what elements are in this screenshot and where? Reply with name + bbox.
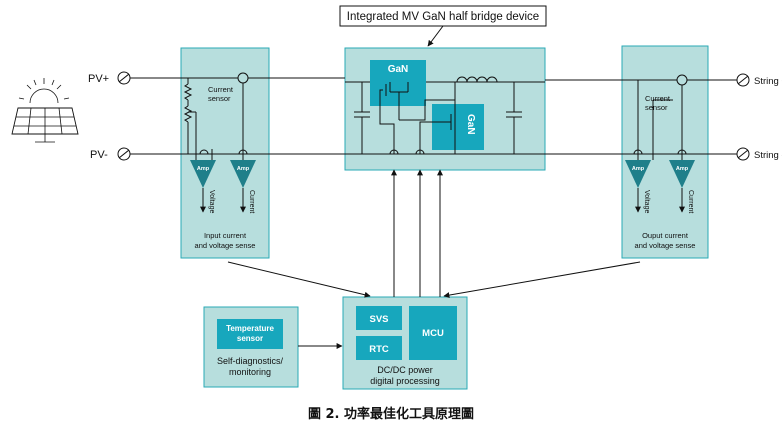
gan-top-switch	[370, 60, 426, 106]
rtc-label: RTC	[369, 344, 389, 355]
input-sense-internals: Current sensor Amp Amp Voltage Current I…	[183, 72, 256, 250]
gan-internals: GaN GaN	[354, 60, 522, 155]
output-sense-internals: Current sensor Amp Amp Voltage Current O…	[625, 74, 696, 250]
input-sense-block	[180, 47, 270, 259]
output-amp-voltage	[625, 160, 651, 188]
mcu-chip	[409, 306, 457, 360]
svs-label: SVS	[369, 314, 388, 325]
input-amp-current-label: Amp	[237, 166, 250, 172]
temperature-sensor-chip	[217, 319, 283, 349]
pv-minus-terminal: PV-	[90, 147, 131, 161]
input-amp-current	[230, 160, 256, 188]
output-amp-current-label: Amp	[676, 166, 689, 172]
output-current-sensor-label-1: Current	[645, 94, 671, 103]
input-current-label: Current	[248, 190, 255, 213]
gan-bottom-switch	[432, 104, 484, 150]
temperature-block-internals: Temperature sensor Self-diagnostics/ mon…	[217, 319, 284, 377]
self-diagnostics-label-2: monitoring	[229, 367, 271, 377]
temperature-sensor-label-2: sensor	[237, 334, 263, 343]
string-plus-label: String +	[754, 76, 782, 87]
device-title: Integrated MV GaN half bridge device	[347, 11, 539, 23]
output-voltage-label: Voltage	[643, 190, 650, 213]
svs-chip	[356, 306, 402, 330]
dcdc-block-internals: SVS RTC MCU DC/DC power digital processi…	[356, 306, 457, 386]
output-sense-block	[621, 45, 709, 259]
input-amp-voltage-label: Amp	[197, 166, 210, 172]
input-block-label-2: and voltage sense	[195, 241, 256, 250]
string-minus-terminal: String -	[736, 147, 782, 161]
output-current-label: Current	[687, 190, 694, 213]
pv-plus-label: PV+	[88, 73, 109, 85]
output-block-label-2: and voltage sense	[635, 241, 696, 250]
input-to-dcdc-arrow	[227, 261, 371, 298]
self-diagnostics-label-1: Self-diagnostics/	[217, 356, 284, 366]
output-current-sensor-label-2: sensor	[645, 103, 668, 112]
dcdc-label-1: DC/DC power	[377, 365, 433, 375]
dcdc-label-2: digital processing	[370, 376, 440, 386]
figure-caption: 圖 2. 功率最佳化工具原理圖	[307, 407, 475, 422]
output-block-label-1: Ouput current	[642, 231, 689, 240]
mcu-label: MCU	[422, 328, 444, 339]
output-to-dcdc-arrow	[443, 261, 641, 299]
rtc-chip	[356, 336, 402, 360]
solar-panel-icon	[11, 78, 79, 143]
input-voltage-label: Voltage	[208, 190, 215, 213]
output-amp-voltage-label: Amp	[632, 166, 645, 172]
pv-plus-terminal: PV+	[88, 71, 131, 85]
device-title-box: Integrated MV GaN half bridge device	[339, 5, 547, 47]
input-block-label-1: Input current	[204, 231, 247, 240]
pv-minus-label: PV-	[90, 149, 108, 161]
string-minus-label: String -	[754, 150, 782, 161]
temperature-sensor-label-1: Temperature	[226, 324, 274, 333]
control-lines	[391, 169, 443, 297]
input-current-sensor-label-1: Current	[208, 85, 234, 94]
gan-top-label: GaN	[388, 64, 409, 75]
input-amp-voltage	[190, 160, 216, 188]
gan-bottom-label: GaN	[465, 114, 476, 135]
output-amp-current	[669, 160, 695, 188]
string-plus-terminal: String +	[736, 73, 782, 87]
input-current-sensor-label-2: sensor	[208, 94, 231, 103]
